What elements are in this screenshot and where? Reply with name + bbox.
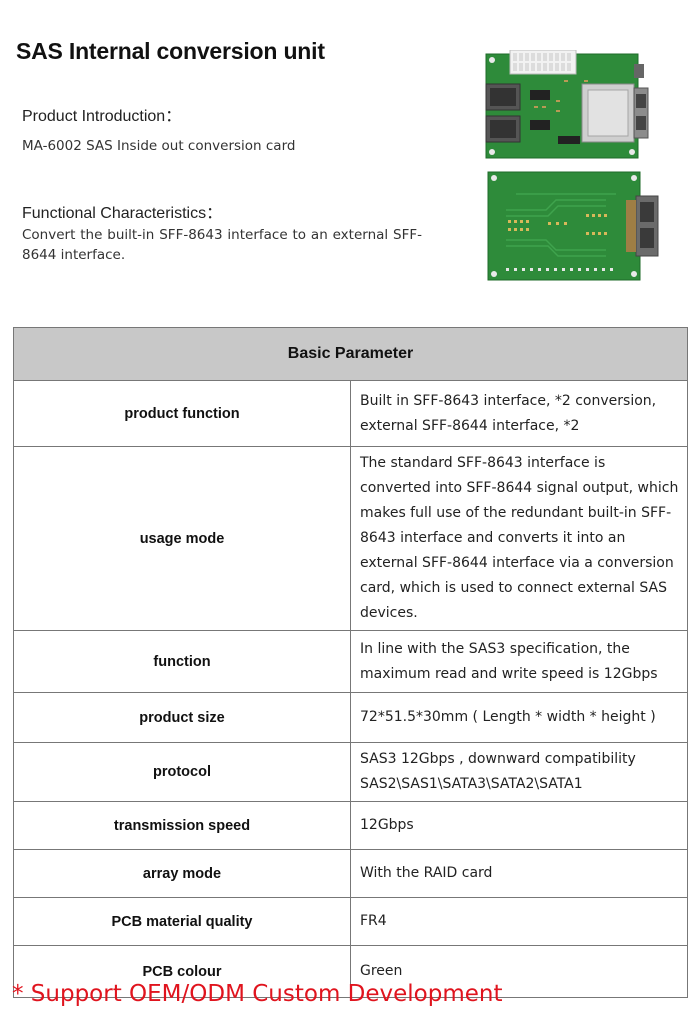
row-label: product size [13, 692, 351, 743]
table-row: PCB colour Green [13, 945, 688, 998]
table-row: array mode With the RAID card [13, 849, 688, 898]
row-value: In line with the SAS3 specification, the… [350, 630, 688, 693]
intro-heading: Product Introduction： [22, 108, 182, 125]
intro-text: MA-6002 SAS Inside out conversion card [22, 138, 296, 154]
row-value: The standard SFF-8643 interface is conve… [350, 446, 688, 631]
feature-heading: Functional Characteristics： [22, 205, 223, 222]
row-value: SAS3 12Gbps , downward compatibility SAS… [350, 742, 688, 802]
table-row: product size 72*51.5*30mm ( Length * wid… [13, 692, 688, 743]
row-label: product function [13, 380, 351, 447]
row-value: Green [350, 945, 688, 998]
table-row: product function Built in SFF-8643 inter… [13, 380, 688, 447]
table-row: transmission speed 12Gbps [13, 801, 688, 850]
page-title: SAS Internal conversion unit [16, 38, 325, 64]
row-value: With the RAID card [350, 849, 688, 898]
table-row: protocol SAS3 12Gbps , downward compatib… [13, 742, 688, 802]
feature-text: Convert the built-in SFF-8643 interface … [22, 227, 422, 263]
row-label: array mode [13, 849, 351, 898]
table-header: Basic Parameter [13, 327, 688, 381]
oem-odm-footer: * Support OEM/ODM Custom Development [12, 981, 503, 1007]
row-label: PCB colour [13, 945, 351, 998]
pcb-board-top-image [485, 50, 649, 159]
table-row: function In line with the SAS3 specifica… [13, 630, 688, 693]
row-value: Built in SFF-8643 interface, *2 conversi… [350, 380, 688, 447]
row-value: 72*51.5*30mm ( Length * width * height ) [350, 692, 688, 743]
table-row: usage mode The standard SFF-8643 interfa… [13, 446, 688, 631]
pcb-board-bottom-image [487, 171, 659, 281]
row-label: function [13, 630, 351, 693]
row-value: 12Gbps [350, 801, 688, 850]
row-label: PCB material quality [13, 897, 351, 946]
table-row: PCB material quality FR4 [13, 897, 688, 946]
row-label: transmission speed [13, 801, 351, 850]
row-value: FR4 [350, 897, 688, 946]
basic-parameter-table: Basic Parameter product function Built i… [13, 327, 688, 998]
row-label: protocol [13, 742, 351, 802]
row-label: usage mode [13, 446, 351, 631]
